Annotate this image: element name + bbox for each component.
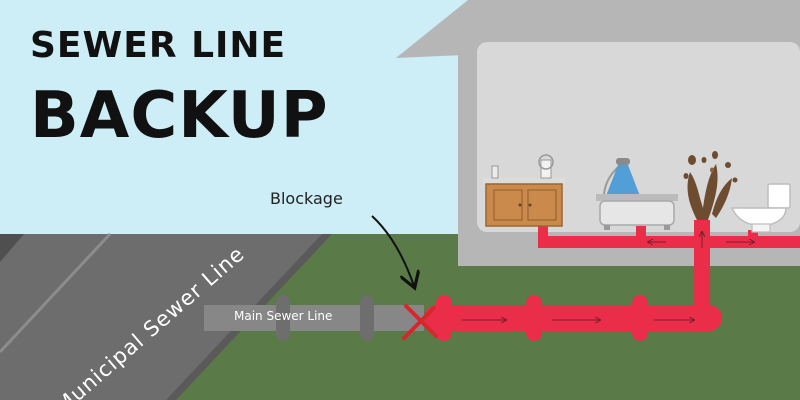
sink-cabinet-icon xyxy=(483,154,565,227)
house-drain-pipe xyxy=(538,236,800,248)
blockage-x-icon xyxy=(402,304,438,340)
tub-drain-pipe xyxy=(636,226,646,240)
backed-up-pipe xyxy=(424,305,722,331)
main-sewer-line-label: Main Sewer Line xyxy=(234,309,333,323)
title-line-2: BACKUP xyxy=(30,79,329,153)
title-line-1: SEWER LINE xyxy=(30,25,287,66)
pipe-coupling xyxy=(632,295,648,341)
vertical-stack-pipe xyxy=(694,220,710,320)
main-sewer-pipe xyxy=(204,305,424,331)
pipe-coupling xyxy=(276,295,290,341)
road xyxy=(0,234,322,400)
toilet-drain-pipe xyxy=(748,230,758,240)
pointer-arrow-icon xyxy=(371,215,414,286)
road-lane-line xyxy=(0,232,112,354)
pipe-coupling xyxy=(360,295,374,341)
road-curb xyxy=(0,234,24,262)
sink-drain-pipe xyxy=(538,226,548,240)
pipe-coupling xyxy=(526,295,542,341)
sewage-spray-icon xyxy=(683,151,738,220)
blockage-label: Blockage xyxy=(270,189,343,208)
bathtub-icon xyxy=(596,158,678,230)
pipe-coupling xyxy=(436,295,452,341)
toilet-icon xyxy=(730,183,791,233)
